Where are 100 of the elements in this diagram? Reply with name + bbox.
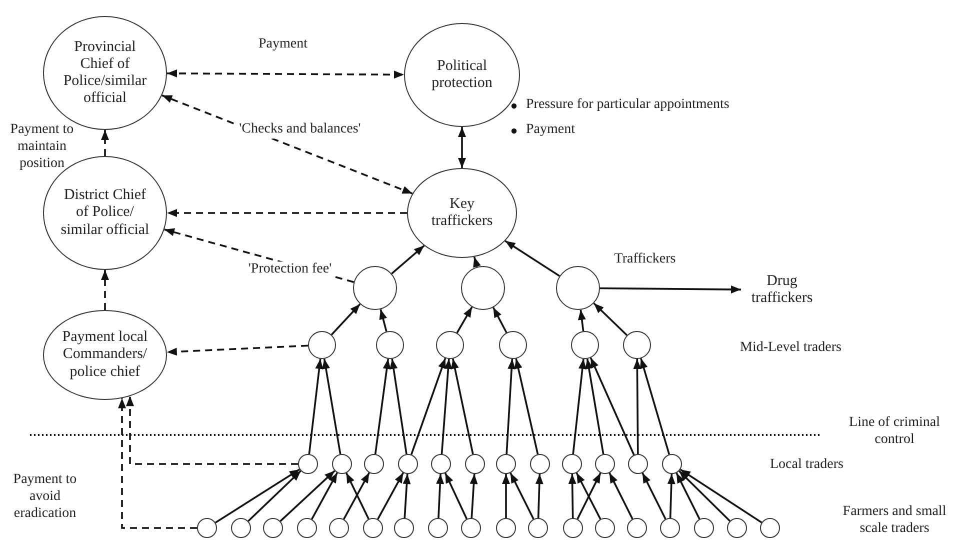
text-label: Farmers and small scale traders bbox=[842, 504, 948, 538]
circle-node bbox=[308, 331, 336, 359]
text-label: Local traders bbox=[770, 457, 844, 474]
circle-node bbox=[329, 518, 349, 538]
arrow bbox=[590, 357, 635, 456]
arrow bbox=[167, 209, 407, 217]
arrow bbox=[514, 358, 539, 454]
circle-node bbox=[662, 454, 682, 474]
circle-node bbox=[571, 331, 599, 359]
arrow bbox=[578, 310, 586, 332]
node-label: Key traffickers bbox=[430, 196, 494, 230]
arrow bbox=[379, 309, 388, 332]
arrow bbox=[410, 358, 446, 455]
arrow bbox=[506, 358, 516, 454]
arrow bbox=[377, 472, 404, 520]
circle-node bbox=[394, 518, 414, 538]
circle-node bbox=[376, 331, 404, 359]
arrow bbox=[600, 285, 741, 294]
arrow bbox=[311, 472, 338, 520]
circle-node bbox=[363, 518, 383, 538]
arrow bbox=[390, 358, 408, 454]
circle-node bbox=[563, 518, 583, 538]
node-label: District Chief of Police/ similar official bbox=[60, 187, 150, 239]
circle-node bbox=[398, 454, 418, 474]
edge-label: 'Protection fee' bbox=[246, 262, 334, 278]
arrow bbox=[502, 474, 510, 518]
edge-label: Payment bbox=[256, 36, 310, 54]
circle-node bbox=[364, 454, 384, 474]
circle-node bbox=[562, 454, 582, 474]
circle-node bbox=[298, 454, 318, 474]
circle-node bbox=[297, 518, 317, 538]
double-arrow bbox=[167, 69, 404, 79]
text-label: Pressure for particular appointments bbox=[526, 97, 730, 114]
circle-node bbox=[496, 518, 516, 538]
arrow bbox=[330, 304, 361, 336]
double-arrow bbox=[458, 127, 466, 168]
arrow bbox=[166, 344, 308, 356]
circle-node bbox=[595, 454, 615, 474]
circle-node bbox=[530, 454, 550, 474]
arrow bbox=[308, 358, 324, 454]
text-label: Payment bbox=[526, 122, 575, 139]
arrow bbox=[676, 472, 700, 520]
node-label: Political protection bbox=[430, 58, 494, 92]
circle-node bbox=[461, 518, 481, 538]
arrow bbox=[680, 468, 762, 524]
circle-node bbox=[431, 454, 451, 474]
arrow bbox=[593, 302, 628, 336]
edge-label: 'Checks and balances' bbox=[237, 122, 363, 138]
circle-node bbox=[197, 518, 217, 538]
circle-node bbox=[461, 266, 505, 310]
arrow bbox=[101, 270, 109, 310]
double-arrow bbox=[162, 94, 413, 194]
arrow bbox=[444, 472, 468, 520]
arrow bbox=[568, 474, 576, 518]
arrow bbox=[126, 396, 298, 465]
arrow bbox=[492, 307, 508, 334]
arrow bbox=[633, 359, 642, 454]
arrow bbox=[248, 470, 302, 522]
arrow bbox=[101, 130, 109, 156]
circle-node bbox=[727, 518, 747, 538]
arrow bbox=[608, 472, 634, 520]
node-label: Payment local Commanders/ police chief bbox=[61, 329, 149, 381]
arrow bbox=[391, 244, 425, 274]
circle-node bbox=[556, 266, 600, 310]
circle-node bbox=[660, 518, 680, 538]
arrow bbox=[118, 398, 197, 529]
circle-node bbox=[428, 518, 448, 538]
arrow bbox=[473, 256, 481, 268]
circle-node bbox=[528, 518, 548, 538]
circle-node bbox=[499, 331, 527, 359]
arrow bbox=[374, 358, 391, 454]
circle-node bbox=[760, 518, 780, 538]
arrow bbox=[280, 470, 336, 522]
arrow bbox=[470, 474, 478, 518]
circle-node bbox=[496, 454, 516, 474]
arrow bbox=[667, 474, 676, 518]
arrow bbox=[451, 358, 474, 454]
text-label: Line of criminal control bbox=[848, 415, 941, 449]
arrow bbox=[322, 358, 342, 454]
circle-node bbox=[332, 454, 352, 474]
edge-label: Payment to maintain position bbox=[9, 122, 75, 172]
arrow bbox=[642, 472, 666, 520]
arrow bbox=[402, 474, 411, 518]
edge-label: Payment to avoid eradication bbox=[12, 472, 78, 522]
circle-node bbox=[623, 331, 651, 359]
circle-node bbox=[465, 454, 485, 474]
arrow bbox=[436, 474, 444, 518]
circle-node bbox=[231, 518, 251, 538]
node-label: Drug traffickers bbox=[750, 272, 814, 307]
arrow bbox=[585, 358, 604, 454]
circle-node bbox=[263, 518, 283, 538]
arrow bbox=[535, 474, 544, 518]
arrow bbox=[640, 358, 670, 455]
circle-node bbox=[595, 518, 615, 538]
arrow bbox=[504, 240, 560, 277]
circle-node bbox=[436, 331, 464, 359]
circle-node bbox=[627, 518, 647, 538]
circle-node bbox=[353, 266, 397, 310]
arrow bbox=[440, 358, 452, 454]
arrow bbox=[214, 468, 300, 524]
